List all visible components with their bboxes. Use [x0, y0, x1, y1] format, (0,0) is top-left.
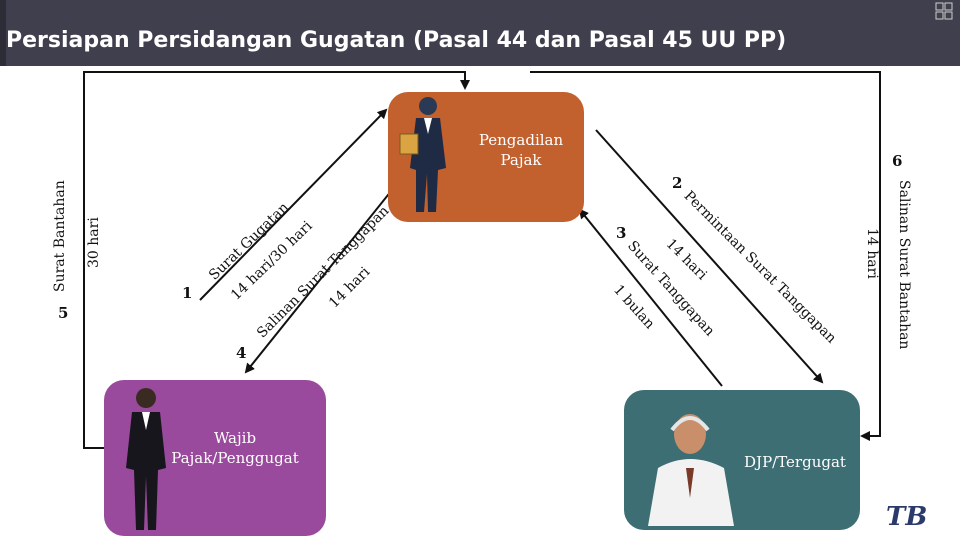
taxpayer-label: Wajib Pajak/Penggugat — [160, 428, 310, 468]
taxpayer-box: Wajib Pajak/Penggugat — [104, 380, 326, 536]
arrow-surat-tanggapan — [580, 210, 722, 386]
court-box: Pengadilan Pajak — [388, 92, 584, 222]
judge-figure-icon — [394, 94, 460, 220]
step5-duration: 30 hari — [86, 217, 102, 268]
court-label: Pengadilan Pajak — [458, 130, 584, 170]
call-center-figure-icon — [638, 398, 748, 528]
step-number-5: 5 — [58, 304, 68, 322]
step-number-6: 6 — [892, 152, 902, 170]
djp-label: DJP/Tergugat — [736, 452, 854, 472]
step5-label: Surat Bantahan — [52, 180, 68, 292]
step-number-4: 4 — [236, 344, 246, 362]
step6-label: Salinan Surat Bantahan — [896, 180, 912, 349]
step-number-1: 1 — [182, 284, 192, 302]
logo-text: TB — [886, 502, 927, 532]
company-logo: TB — [876, 495, 956, 537]
step-number-3: 3 — [616, 224, 626, 242]
djp-box: DJP/Tergugat — [624, 390, 860, 530]
step-number-2: 2 — [672, 174, 682, 192]
step6-duration: 14 hari — [864, 228, 880, 279]
